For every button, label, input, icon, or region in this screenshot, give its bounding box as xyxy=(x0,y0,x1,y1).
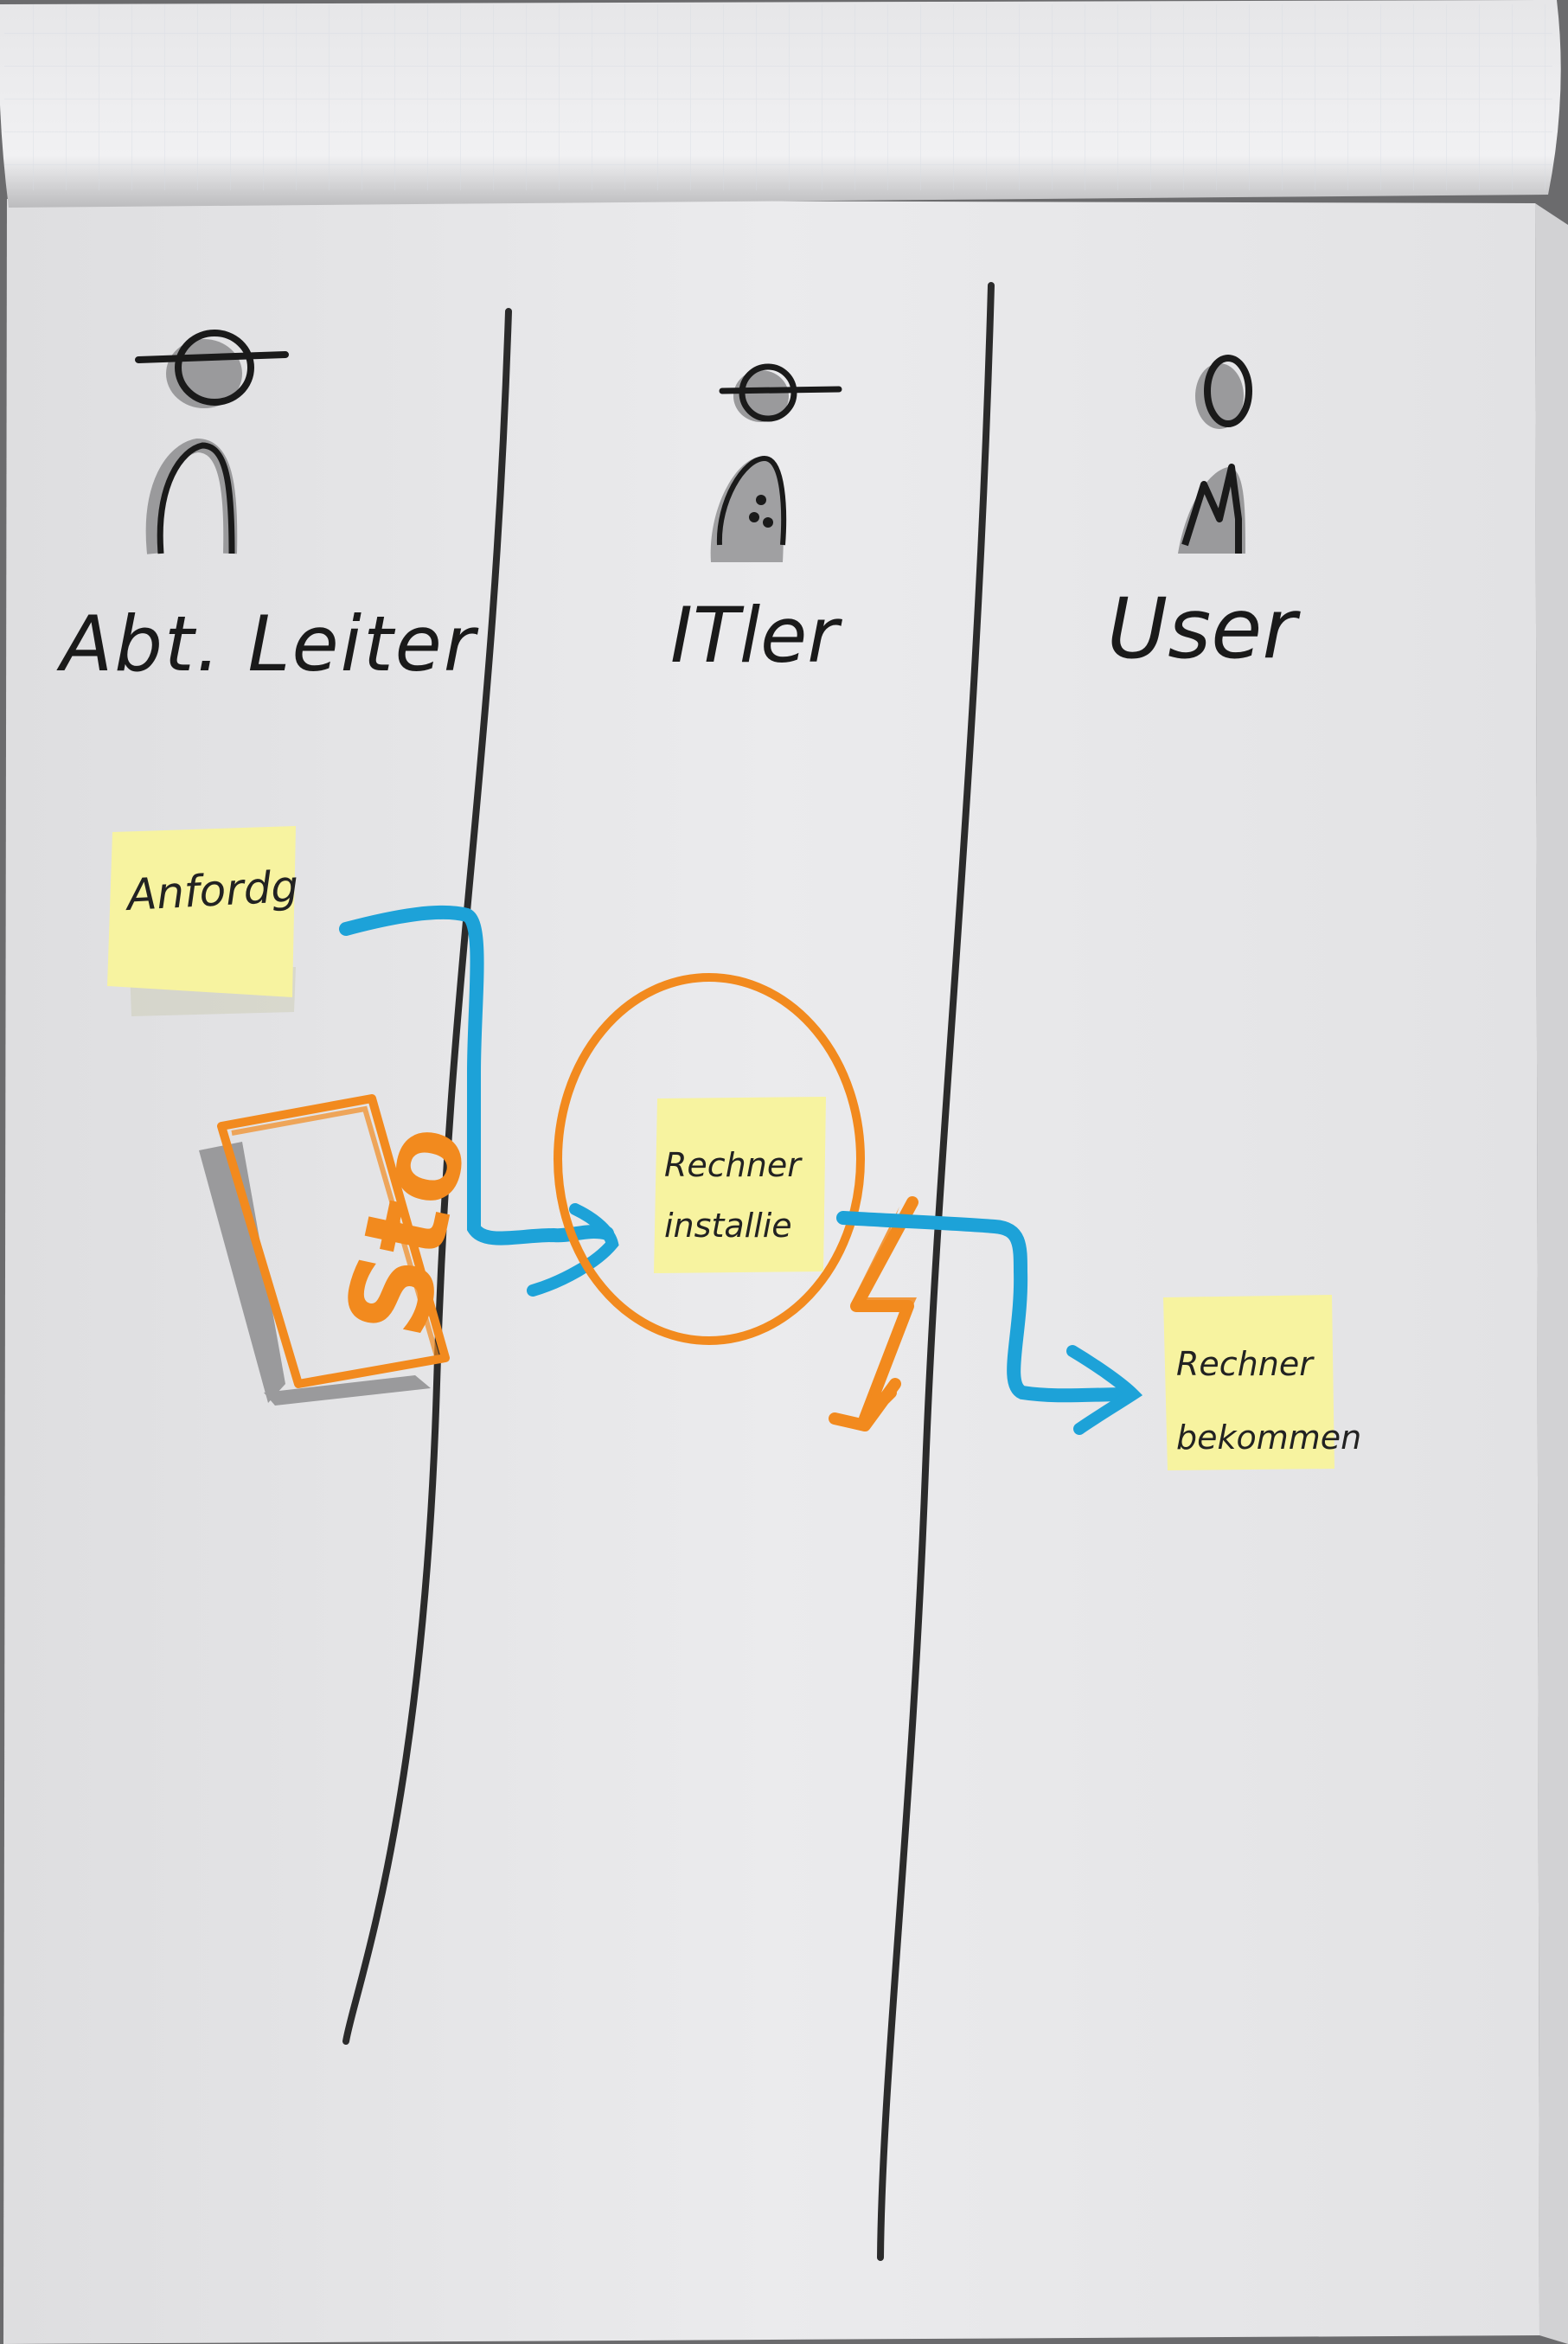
person-tie-icon xyxy=(710,363,842,562)
sticky-note-anfordg: Anfordg xyxy=(107,826,299,1016)
lane-divider-1 xyxy=(342,308,512,2045)
note-text-rechner-installie: Rechner installie xyxy=(664,1146,803,1245)
rolled-pages-grid xyxy=(4,4,1552,190)
flow-arrowhead-1 xyxy=(527,1203,619,1297)
role-label-abt-leiter: Abt. Leiter xyxy=(56,599,479,688)
person-hat-icon xyxy=(135,330,289,554)
flow-arrowhead-2 xyxy=(1066,1345,1143,1435)
lightning-fill xyxy=(852,1207,917,1401)
sticky-note-rechner-bekommen: Rechner bekommen xyxy=(1163,1295,1361,1470)
paper-right-edge xyxy=(1535,203,1568,2344)
note-line: Rechner xyxy=(1176,1345,1315,1383)
highlight-circle xyxy=(554,973,865,1345)
note-text-anfordg: Anfordg xyxy=(124,861,300,920)
flow-arrow-2 xyxy=(836,1211,1136,1403)
note-line: installie xyxy=(664,1207,792,1245)
role-label-itler: ITler xyxy=(670,591,842,680)
user-figure-icon xyxy=(1178,355,1252,554)
role-label-user: User xyxy=(1107,580,1301,677)
note-line: Rechner xyxy=(664,1146,803,1184)
note-line: bekommen xyxy=(1176,1419,1361,1457)
sticky-note-rechner-installie: Rechner installie xyxy=(654,1097,826,1273)
flow-arrow-1 xyxy=(339,905,614,1246)
note-text-rechner-bekommen: Rechner bekommen xyxy=(1176,1345,1361,1457)
lane-divider-2 xyxy=(877,282,995,2261)
